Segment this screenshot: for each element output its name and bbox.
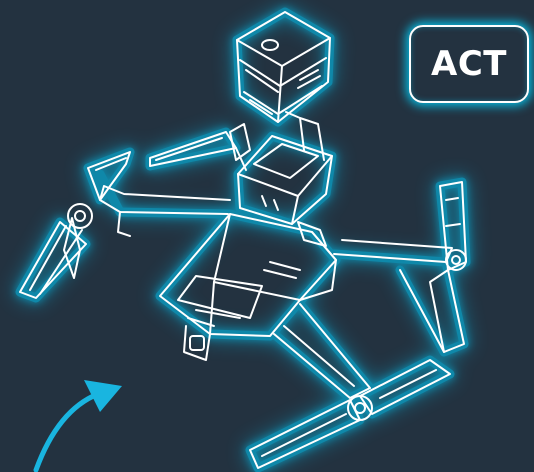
act-badge: ACT xyxy=(409,25,529,103)
act-badge-label: ACT xyxy=(431,44,507,84)
curved-arrow-icon xyxy=(36,380,122,470)
